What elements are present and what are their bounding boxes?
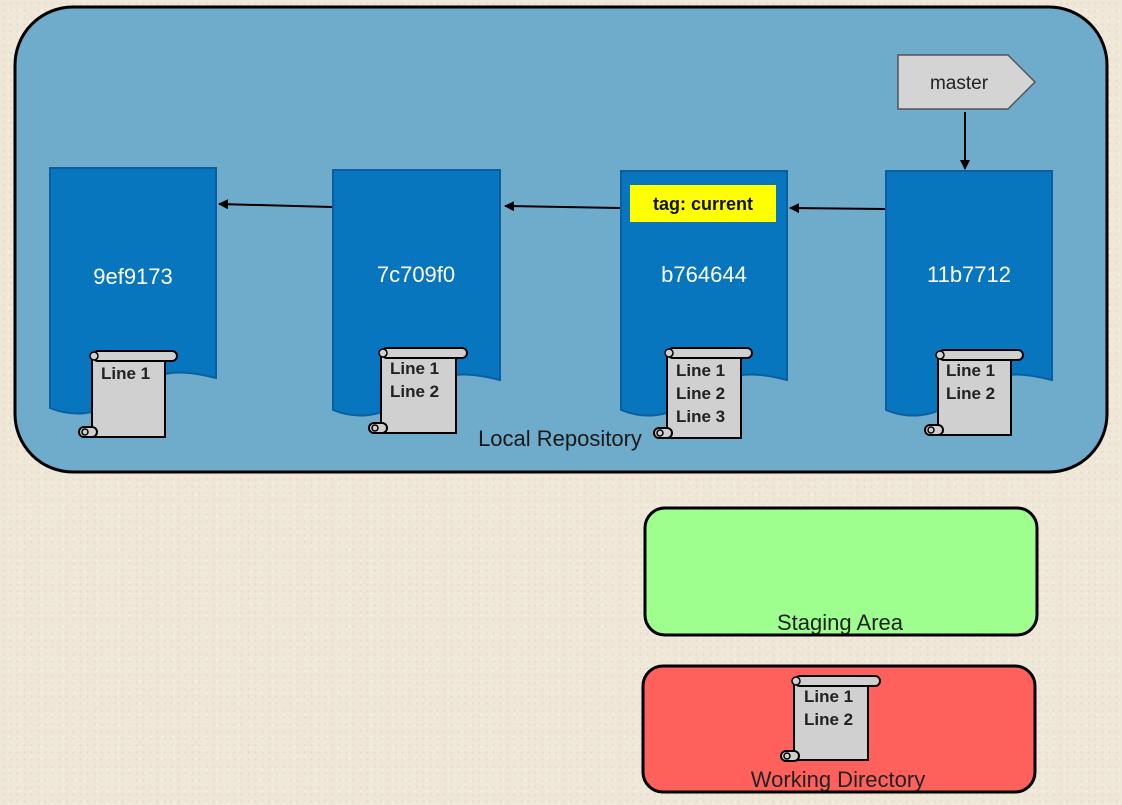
staging-area [643, 506, 1039, 637]
file-scroll-b764644: Line 1 Line 2 Line 3 [653, 347, 753, 439]
branch-master: master [897, 54, 1037, 110]
working-directory-label: Working Directory [751, 767, 925, 792]
file-line: Line 2 [946, 384, 995, 403]
file-line: Line 3 [676, 407, 725, 426]
file-line: Line 2 [676, 384, 725, 403]
file-scroll-11b7712: Line 1 Line 2 [924, 349, 1024, 436]
file-line: Line 1 [946, 361, 995, 380]
branch-label: master [930, 73, 989, 94]
file-scroll-9ef9173: Line 1 [78, 350, 178, 438]
file-line: Line 1 [390, 359, 439, 378]
local-repository-label: Local Repository [478, 426, 642, 451]
file-scroll-7c709f0: Line 1 Line 2 [368, 347, 468, 434]
tag-current: tag: current [630, 185, 776, 222]
file-line: Line 1 [676, 361, 725, 380]
commit-hash: b764644 [661, 262, 747, 287]
parent-arrow [789, 203, 886, 214]
file-line: Line 2 [390, 382, 439, 401]
commit-hash: 9ef9173 [93, 264, 173, 289]
commit-hash: 7c709f0 [377, 262, 455, 287]
local-repository-area [13, 5, 1109, 474]
parent-arrow [504, 201, 621, 212]
commit-hash: 11b7712 [927, 262, 1011, 287]
staging-area-label: Staging Area [777, 610, 904, 635]
file-line: Line 2 [804, 710, 853, 729]
tag-box [630, 185, 776, 222]
file-line: Line 1 [101, 364, 150, 383]
parent-arrow [218, 199, 333, 210]
tag-label: tag: current [653, 194, 753, 214]
branch-shape [897, 54, 1037, 110]
file-scroll-working-directory: Line 1 Line 2 [780, 675, 881, 762]
file-line: Line 1 [804, 687, 853, 706]
